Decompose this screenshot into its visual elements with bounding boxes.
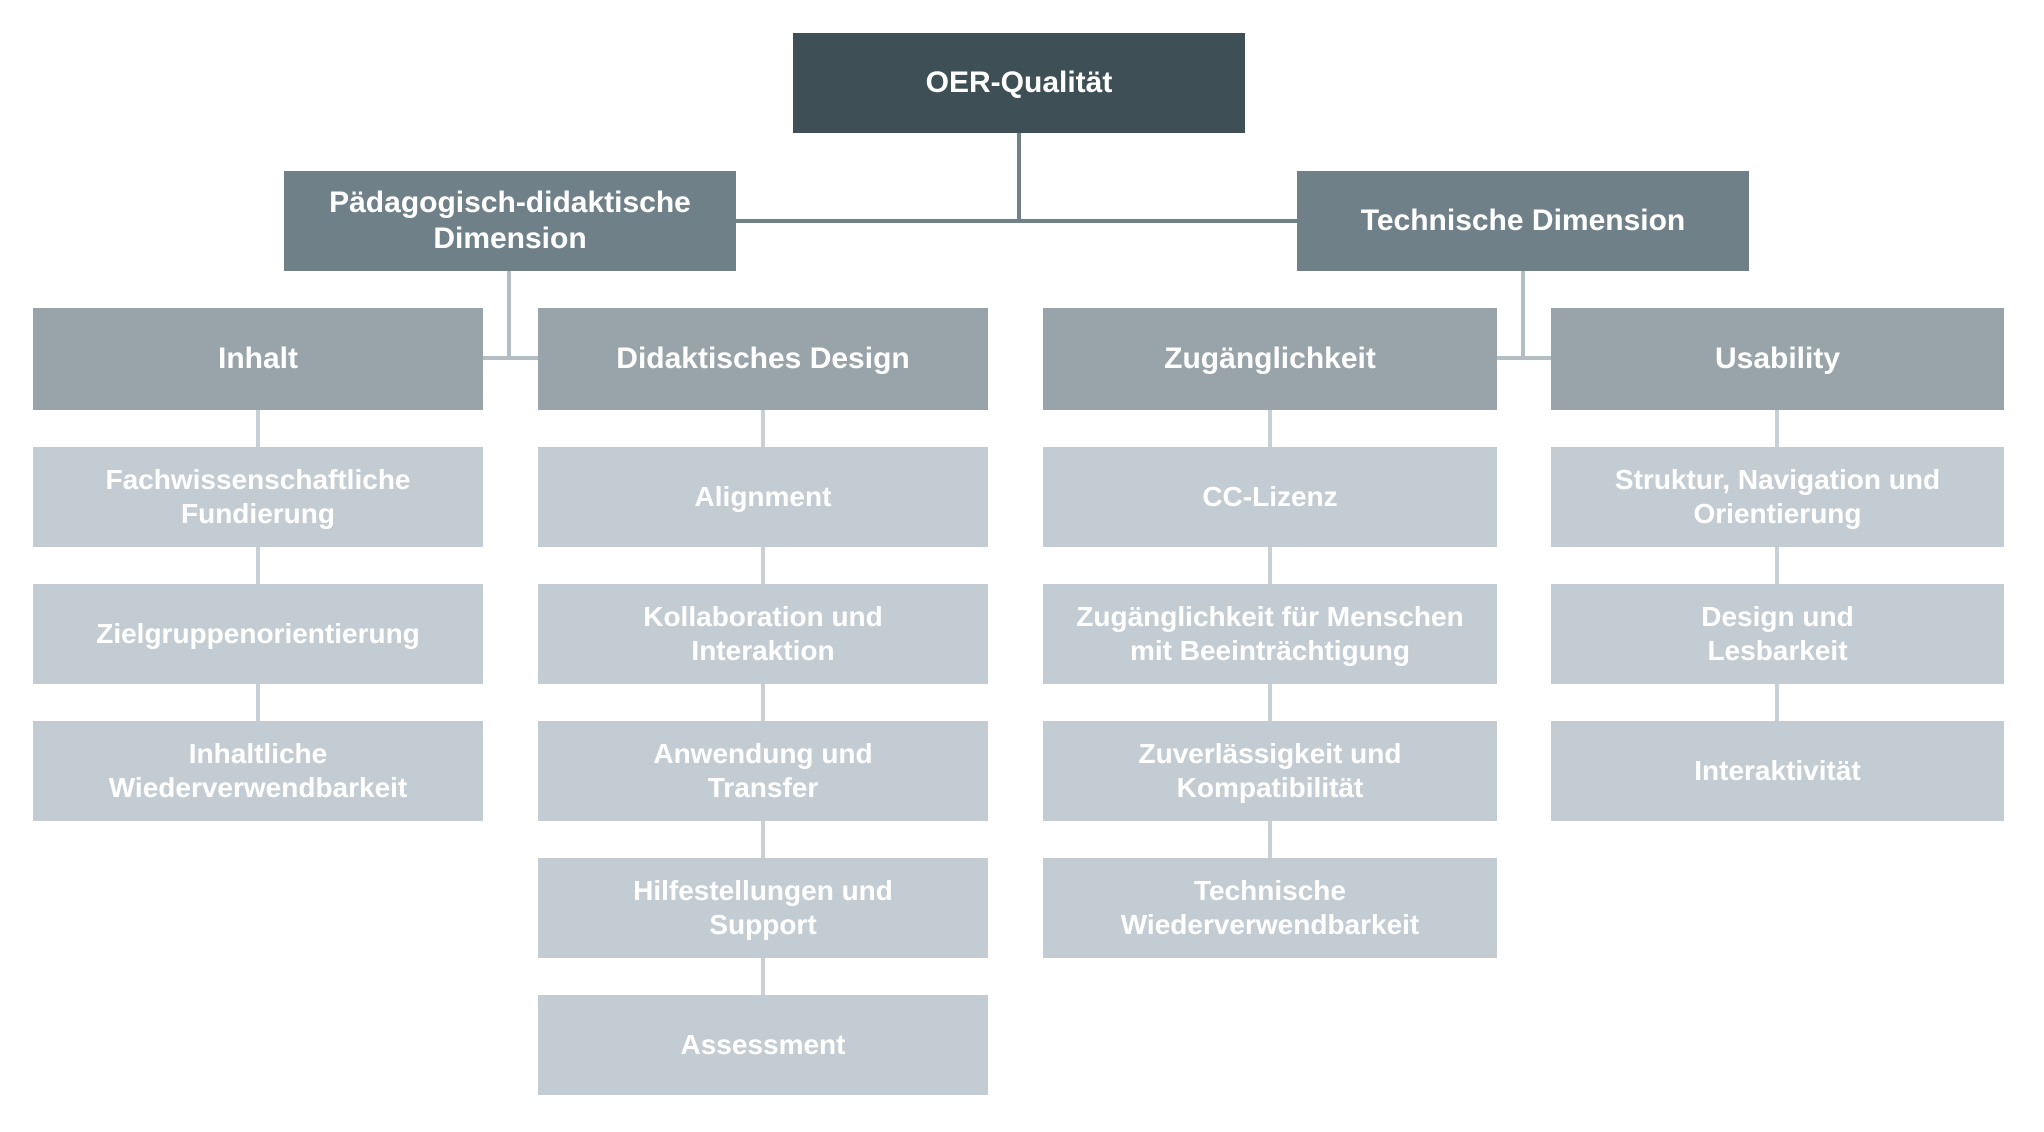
node-inhaltliche-wiederverwendbarkeit: Inhaltliche Wiederverwendbarkeit <box>33 721 483 821</box>
node-alignment: Alignment <box>538 447 988 547</box>
connector-column-usability <box>1775 410 1779 721</box>
node-paedagogisch-didaktische-dimension: Pädagogisch-didaktische Dimension <box>284 171 736 271</box>
connector-dim-left-horizontal <box>483 356 538 360</box>
node-zuverlaessigkeit-und-kompatibilitaet: Zuverlässigkeit und Kompatibilität <box>1043 721 1497 821</box>
connector-root-vertical <box>1017 133 1021 221</box>
node-zielgruppenorientierung: Zielgruppenorientierung <box>33 584 483 684</box>
node-technische-dimension: Technische Dimension <box>1297 171 1749 271</box>
node-assessment: Assessment <box>538 995 988 1095</box>
node-interaktivitaet: Interaktivität <box>1551 721 2004 821</box>
node-struktur-navigation-und-orientierung: Struktur, Navigation und Orientierung <box>1551 447 2004 547</box>
node-anwendung-und-transfer: Anwendung und Transfer <box>538 721 988 821</box>
node-technische-wiederverwendbarkeit: Technische Wiederverwendbarkeit <box>1043 858 1497 958</box>
node-hilfestellungen-und-support: Hilfestellungen und Support <box>538 858 988 958</box>
connector-column-inhalt <box>256 410 260 721</box>
connector-column-didaktisches-design <box>761 410 765 995</box>
node-fachwissenschaftliche-fundierung: Fachwissenschaftliche Fundierung <box>33 447 483 547</box>
node-cc-lizenz: CC-Lizenz <box>1043 447 1497 547</box>
node-inhalt: Inhalt <box>33 308 483 410</box>
connector-dim-right-horizontal <box>1497 356 1551 360</box>
node-usability: Usability <box>1551 308 2004 410</box>
node-didaktisches-design: Didaktisches Design <box>538 308 988 410</box>
node-zugaenglichkeit: Zugänglichkeit <box>1043 308 1497 410</box>
node-oer-qualitaet: OER-Qualität <box>793 33 1245 133</box>
connector-root-horizontal <box>734 219 1297 223</box>
node-kollaboration-und-interaktion: Kollaboration und Interaktion <box>538 584 988 684</box>
connector-dim-right-vertical <box>1521 271 1525 358</box>
connector-dim-left-vertical <box>507 271 511 358</box>
node-zugaenglichkeit-fuer-menschen: Zugänglichkeit für Menschen mit Beeinträ… <box>1043 584 1497 684</box>
node-design-und-lesbarkeit: Design und Lesbarkeit <box>1551 584 2004 684</box>
